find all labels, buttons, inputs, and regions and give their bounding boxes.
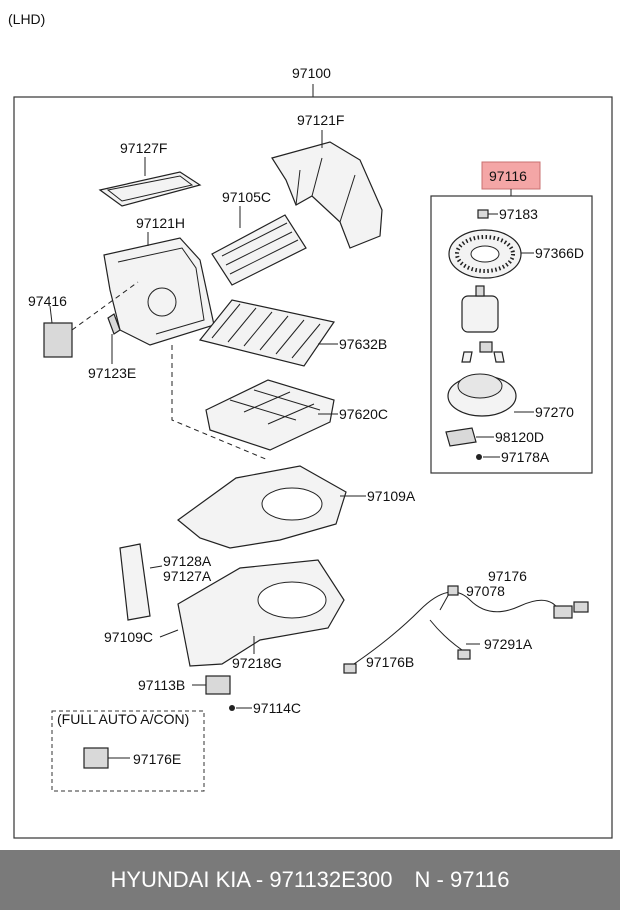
part-97121F-duct[interactable]: [271, 141, 383, 249]
label-97116: 97116: [489, 168, 527, 184]
leader-97128A: [149, 565, 163, 569]
part-97176E-sensor[interactable]: [83, 747, 109, 769]
label-97109C: 97109C: [104, 629, 153, 645]
label-97366D: 97366D: [535, 245, 584, 261]
assembly-number-label: 97100: [292, 65, 331, 81]
label-97176: 97176: [488, 568, 527, 584]
label-97632B: 97632B: [339, 336, 387, 352]
part-97632B-filter[interactable]: [198, 299, 335, 367]
part-97113B-resistor[interactable]: [205, 675, 231, 695]
label-97127A: 97127A: [163, 568, 212, 584]
label-97270: 97270: [535, 404, 574, 420]
footer-bar: HYUNDAI KIA - 971132E300 N - 97116: [0, 850, 620, 910]
part-motor-clips: [461, 341, 505, 363]
label-97113B: 97113B: [138, 677, 185, 693]
footer-part-ref: HYUNDAI KIA - 971132E300: [110, 867, 393, 892]
part-97178A-screw[interactable]: [476, 454, 482, 460]
leader-97416: [49, 305, 53, 324]
leader-97109C: [159, 629, 179, 638]
option-box-label: (FULL AUTO A/CON): [57, 711, 189, 727]
label-97176B: 97176B: [366, 654, 414, 670]
part-97121H-housing[interactable]: [103, 237, 215, 346]
part-97366D-fan[interactable]: [448, 229, 522, 279]
part-97416-actuator[interactable]: [43, 322, 73, 358]
label-98120D: 98120D: [495, 429, 544, 445]
footer-diagram-ref: N - 97116: [414, 867, 510, 892]
highlight-97116: [481, 161, 541, 190]
part-blower-motor: [461, 285, 499, 333]
label-97105C: 97105C: [222, 189, 271, 205]
option-box-frame: [51, 710, 205, 792]
label-97178A: 97178A: [501, 449, 550, 465]
part-97183-nut[interactable]: [477, 209, 489, 219]
label-97109A: 97109A: [367, 488, 416, 504]
part-97176-harness[interactable]: [343, 585, 589, 674]
label-97078: 97078: [466, 583, 505, 599]
label-97416: 97416: [28, 293, 67, 309]
part-97109C-lower-case[interactable]: [177, 559, 345, 667]
label-97620C: 97620C: [339, 406, 388, 422]
part-97620C-filter-frame[interactable]: [205, 379, 335, 451]
label-97218G: 97218G: [232, 655, 282, 671]
label-97291A: 97291A: [484, 636, 533, 652]
part-97128A-seal[interactable]: [119, 543, 151, 621]
parts-diagram: (LHD) 97100 97121F 97127F 97105C 97121H …: [8, 11, 613, 839]
part-97123E-link[interactable]: [107, 313, 121, 335]
label-97127F: 97127F: [120, 140, 167, 156]
part-97270-motor-housing[interactable]: [447, 373, 517, 417]
label-97176E: 97176E: [133, 751, 181, 767]
assembly-frame: [13, 96, 613, 839]
dash-assembly-guide: [171, 345, 269, 461]
dash-97416: [71, 281, 139, 331]
label-97121H: 97121H: [136, 215, 185, 231]
label-97121F: 97121F: [297, 112, 344, 128]
kit-97116-frame: [430, 195, 593, 474]
label-97183: 97183: [499, 206, 538, 222]
label-97123E: 97123E: [88, 365, 136, 381]
part-97105C-intake[interactable]: [211, 214, 307, 286]
label-97114C: 97114C: [253, 700, 301, 716]
part-98120D-connector[interactable]: [445, 427, 477, 447]
part-97114C-screw[interactable]: [229, 705, 235, 711]
corner-label: (LHD): [8, 11, 45, 27]
part-97127F-gasket[interactable]: [98, 171, 202, 207]
part-97109A-upper-case[interactable]: [177, 465, 347, 549]
label-97128A: 97128A: [163, 553, 212, 569]
